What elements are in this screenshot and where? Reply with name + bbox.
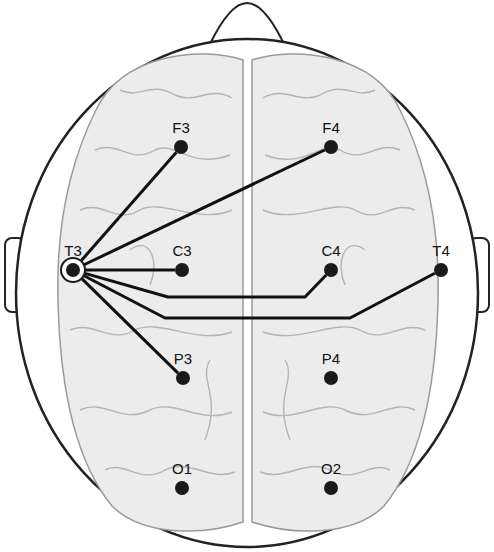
electrode-label: O2 xyxy=(321,460,341,477)
connection-line xyxy=(78,275,178,373)
head-outline xyxy=(16,39,478,547)
electrode: F4 xyxy=(322,119,340,154)
electrode-label: C3 xyxy=(172,242,191,259)
electrode: F3 xyxy=(172,119,190,154)
electrode-dot xyxy=(175,263,189,277)
electrode-label: P4 xyxy=(322,350,340,367)
electrode: C3 xyxy=(172,242,191,277)
right-hemisphere xyxy=(252,54,438,531)
electrode-label: F4 xyxy=(322,119,340,136)
electrode-label: O1 xyxy=(172,460,192,477)
electrode-dot xyxy=(174,140,188,154)
reference-electrode-dot xyxy=(66,263,80,277)
connection-line xyxy=(78,152,177,264)
electrode: P3 xyxy=(174,350,192,385)
electrode-dot xyxy=(434,263,448,277)
electrode-dot xyxy=(175,481,189,495)
electrode: T3 xyxy=(64,242,82,277)
electrode-label: F3 xyxy=(172,119,190,136)
gyri xyxy=(70,89,425,475)
electrode-dot xyxy=(324,371,338,385)
electrode: O1 xyxy=(172,460,192,495)
connection-line xyxy=(79,150,324,267)
connection-line xyxy=(80,269,175,272)
electrode-label: T4 xyxy=(432,242,450,259)
electrode: P4 xyxy=(322,350,340,385)
electrode-label: T3 xyxy=(64,242,82,259)
connection-line xyxy=(79,273,435,318)
electrode-dot xyxy=(324,263,338,277)
electrode-label: C4 xyxy=(321,242,340,259)
electrode-dot xyxy=(324,140,338,154)
electrode-dot xyxy=(324,481,338,495)
electrode-label: P3 xyxy=(174,350,192,367)
electrode: T4 xyxy=(432,242,450,277)
electrode: C4 xyxy=(321,242,340,277)
electrode-dot xyxy=(176,371,190,385)
electrode: O2 xyxy=(321,460,341,495)
